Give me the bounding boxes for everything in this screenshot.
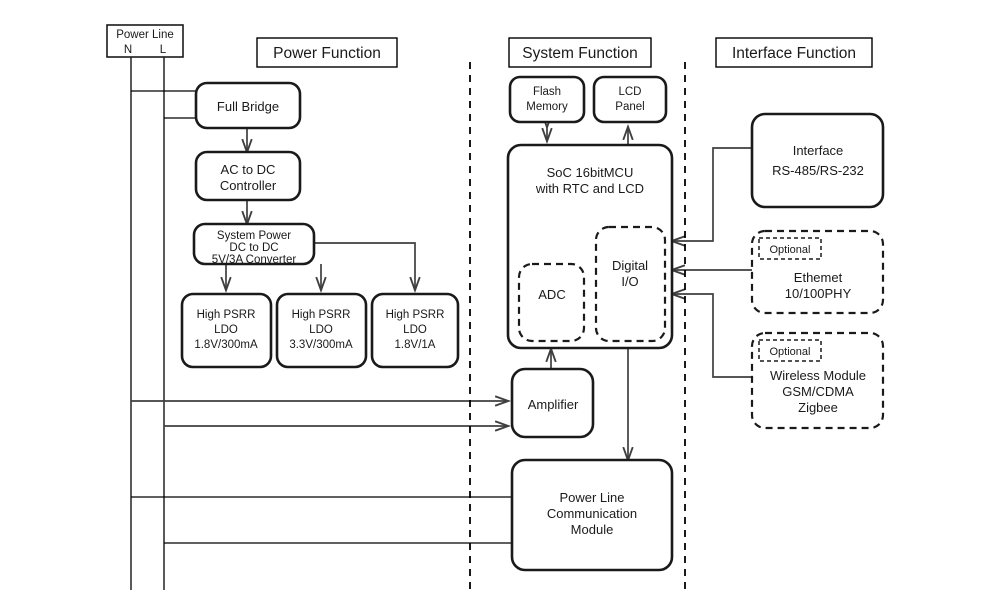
badge-optional-wireless-label: Optional [770,346,811,358]
block-interface-rs-line-1: Interface [793,143,844,158]
block-interface-rs-line-2: RS-485/RS-232 [772,163,864,178]
block-ldo-2-line-2: LDO [309,324,333,336]
block-ldo-3-line-3: 1.8V/1A [395,339,436,351]
block-wireless-line-2: GSM/CDMA [782,384,854,399]
block-flash-memory-line-2: Memory [526,101,568,113]
block-digital-io[interactable] [594,225,667,343]
block-ldo-2[interactable] [275,292,368,369]
block-ldo-3-line-2: LDO [403,324,427,336]
block-adc[interactable] [517,262,586,343]
block-plc-module-line-3: Module [571,522,614,537]
block-ethernet-line-2: 10/100PHY [785,286,852,301]
badge-optional-ethernet [758,237,822,260]
block-soc-mcu-line-2: with RTC and LCD [535,181,644,196]
header-interface-function [715,37,873,68]
badge-optional-ethernet-label: Optional [770,244,811,256]
power-line-live-label: L [160,44,167,56]
block-wireless-line-3: Zigbee [798,400,838,415]
block-flash-memory[interactable] [508,75,586,124]
block-ethernet-phy[interactable] [750,229,885,315]
block-system-power-line-2: DC to DC [229,242,278,254]
header-system-function-label: System Function [522,45,637,62]
block-ac-to-dc-controller[interactable] [194,150,302,202]
block-lcd-panel-line-2: Panel [615,101,644,113]
block-soc-mcu[interactable] [506,143,674,350]
block-ldo-3-line-1: High PSRR [386,309,445,321]
power-line-label: Power Line [116,29,174,41]
block-interface-rs[interactable] [750,112,885,209]
system-wires [547,127,752,460]
block-ethernet-line-1: Ethemet [794,270,843,285]
power-line-neutral-label: N [124,44,132,56]
block-system-power-converter[interactable] [192,222,316,266]
block-wireless-module[interactable] [750,331,885,430]
block-ldo-2-line-1: High PSRR [292,309,351,321]
block-ac-to-dc-line-2: Controller [220,178,277,193]
block-ldo-1-line-1: High PSRR [197,309,256,321]
block-ldo-1-line-3: 1.8V/300mA [194,339,258,351]
block-soc-mcu-line-1: SoC 16bitMCU [547,165,634,180]
block-ldo-1[interactable] [180,292,273,369]
block-flash-memory-line-1: Flash [533,86,561,98]
block-system-power-line-3: 5V/3A Converter [212,254,297,266]
block-digital-io-line-1: Digital [612,258,648,273]
block-lcd-panel-line-1: LCD [618,86,641,98]
header-power-function [256,37,398,68]
block-full-bridge-label: Full Bridge [217,99,279,114]
block-full-bridge[interactable] [194,81,302,130]
block-ldo-3[interactable] [370,292,460,369]
block-amplifier[interactable] [510,367,595,439]
block-wireless-line-1: Wireless Module [770,368,866,383]
block-plc-module[interactable] [510,458,674,572]
block-plc-module-line-2: Communication [547,506,637,521]
header-interface-function-label: Interface Function [732,45,856,62]
power-line-bus [130,57,512,590]
block-adc-label: ADC [538,287,565,302]
power-line-box [106,24,184,58]
block-amplifier-label: Amplifier [528,397,579,412]
block-plc-module-line-1: Power Line [559,490,624,505]
block-system-power-line-1: System Power [217,230,291,242]
header-system-function [508,37,652,68]
block-ldo-2-line-3: 3.3V/300mA [289,339,353,351]
block-lcd-panel[interactable] [592,75,668,124]
block-ldo-1-line-2: LDO [214,324,238,336]
header-power-function-label: Power Function [273,45,381,62]
badge-optional-wireless [758,339,822,362]
block-digital-io-line-2: I/O [621,274,638,289]
power-chain-wires [226,128,415,290]
block-ac-to-dc-line-1: AC to DC [221,162,276,177]
